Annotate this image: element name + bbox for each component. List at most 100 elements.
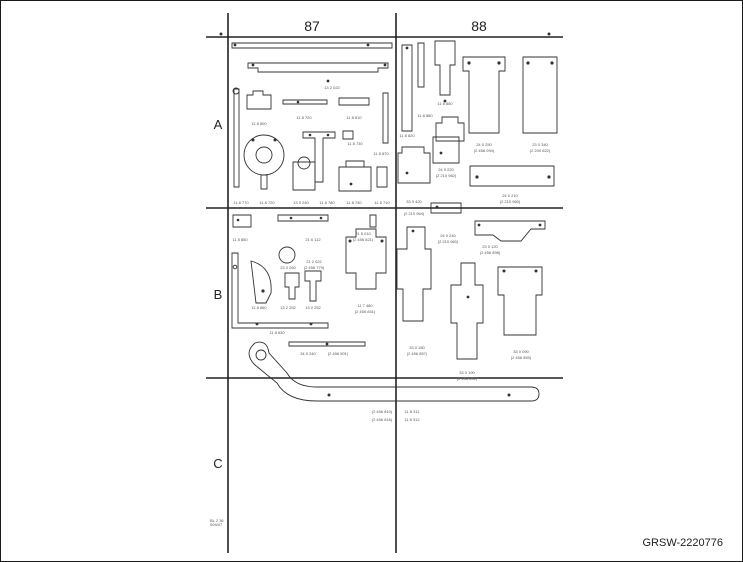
tool-label: (2 210 960) xyxy=(500,199,521,204)
tool-housing-top xyxy=(345,160,365,168)
labels-c: (2 456 810) (2 456 816) 11 8 311 11 8 31… xyxy=(372,409,421,422)
tool-hole xyxy=(296,100,300,104)
document-code: GRSW-2220776 xyxy=(642,537,723,549)
tool-long-bar xyxy=(231,42,393,49)
tool-label: 24 0 210 xyxy=(502,193,518,198)
tool-label: 11 8 810 xyxy=(346,115,362,120)
tool-hole xyxy=(319,216,323,220)
tool-thin-bar xyxy=(288,341,366,347)
tools-b87 xyxy=(231,214,387,347)
tool-label: (2 456 841) xyxy=(355,309,376,314)
tool-hole xyxy=(502,269,506,273)
tool-hole xyxy=(383,63,387,67)
tool-thin-rod xyxy=(382,92,389,144)
tool-short-bar xyxy=(277,214,329,222)
tool-label: 21 6 112 xyxy=(305,237,321,242)
tool-label: (2 456 898) xyxy=(480,250,501,255)
margin-note: 004/07 xyxy=(210,522,223,527)
tool-label: 11 8 770 xyxy=(233,200,249,205)
tool-large-plate-2 xyxy=(522,56,558,134)
tool-label: (2 456 851) xyxy=(457,376,478,381)
tool-hole xyxy=(477,223,481,227)
tool-fork-1 xyxy=(284,272,300,300)
tool-label: 11 8 720 xyxy=(296,115,312,120)
corner-dot-right xyxy=(547,32,551,36)
tools-b88 xyxy=(396,202,546,360)
tool-hole xyxy=(327,393,331,397)
tool-long-bar-2 xyxy=(247,62,389,73)
row-header-b: B xyxy=(214,287,223,302)
tool-small-bracket xyxy=(232,214,252,228)
tool-curved-gauge xyxy=(250,260,272,304)
tool-label: 23 0 260 xyxy=(280,265,296,270)
tool-vertical-rod xyxy=(233,88,240,188)
tool-stepped-plate-2 xyxy=(450,262,484,360)
tool-label: (2 456 821) xyxy=(353,237,374,242)
tool-flywheel-center xyxy=(255,146,273,164)
tool-label: 24 0 240 xyxy=(440,233,456,238)
tool-label: 33 0 420 xyxy=(406,199,422,204)
tools-a88 xyxy=(397,40,558,187)
tool-small-pin xyxy=(369,214,377,228)
tool-adapter-housing xyxy=(345,228,387,290)
labels-b87: 11 8 850 21 6 112 21 5 010 (2 456 821) 2… xyxy=(232,231,376,356)
tool-label: 13 2 022 xyxy=(324,85,340,90)
column-header-88: 88 xyxy=(471,18,487,34)
tool-label: 11 8 660 xyxy=(251,305,267,310)
tool-label: (2 456 810) xyxy=(372,409,393,414)
tool-label: 11 8 730 xyxy=(347,141,363,146)
tool-hole xyxy=(443,99,447,103)
tool-hole xyxy=(526,61,530,65)
labels-b88: 24 0 240 (2 210 960) 23 0 120 (2 456 898… xyxy=(407,233,532,381)
tool-cap xyxy=(342,130,354,140)
tool-label: 11 8 850 xyxy=(437,101,453,106)
tool-label: 11 8 820 xyxy=(399,133,415,138)
tool-t-piece xyxy=(302,131,336,183)
tool-hole xyxy=(326,133,330,137)
tool-hole xyxy=(547,175,551,179)
tool-flywheel-ring xyxy=(243,134,285,176)
tool-label: 11 8 850 xyxy=(232,237,248,242)
tool-hole xyxy=(550,61,554,65)
tool-label: 24 0 220 xyxy=(438,167,454,172)
tool-label: 11 8 880 xyxy=(417,113,433,118)
tool-label: 11 7 480 xyxy=(357,303,373,308)
tool-clamp xyxy=(434,40,456,96)
tool-label: (2 456 501) xyxy=(328,351,349,356)
grid-lines xyxy=(206,13,563,553)
tool-hole xyxy=(439,151,443,155)
tool-label: (2 200 622) xyxy=(530,148,551,153)
tool-square-plate xyxy=(432,136,460,164)
tool-handle xyxy=(260,174,268,190)
tool-hole xyxy=(466,295,470,299)
tool-pin xyxy=(417,42,425,88)
row-header-c: C xyxy=(213,456,222,471)
tool-label: 23 0 340 xyxy=(532,142,548,147)
tool-hole xyxy=(405,46,409,50)
tool-label: (2 456 094) xyxy=(474,148,495,153)
tool-gear-plate xyxy=(397,146,431,184)
tool-block-bore xyxy=(297,156,311,170)
tool-bracket xyxy=(246,90,272,110)
column-header-87: 87 xyxy=(304,18,320,34)
tool-tall-plate xyxy=(401,44,413,132)
tool-top-clip xyxy=(430,202,462,214)
row-header-a: A xyxy=(214,117,223,132)
tool-hole xyxy=(405,171,409,175)
tool-label: 11 8 630 xyxy=(269,330,285,335)
tools-a87 xyxy=(231,42,393,192)
tool-label: 13 0 252 xyxy=(305,305,321,310)
tool-label: 11 8 780 xyxy=(319,200,335,205)
tool-label: 21 5 010 xyxy=(355,231,371,236)
tool-hole xyxy=(366,43,370,47)
tool-label: 13 0 240 xyxy=(293,200,309,205)
tool-label: 11 8 870 xyxy=(373,151,389,156)
tool-label: 33 0 090 xyxy=(513,349,529,354)
tool-l-square xyxy=(231,252,329,329)
tool-label: 34 0 240 xyxy=(300,351,316,356)
corner-dot-left xyxy=(219,32,223,36)
tool-label: (2 456 853) xyxy=(511,355,532,360)
tool-hole xyxy=(435,205,439,209)
